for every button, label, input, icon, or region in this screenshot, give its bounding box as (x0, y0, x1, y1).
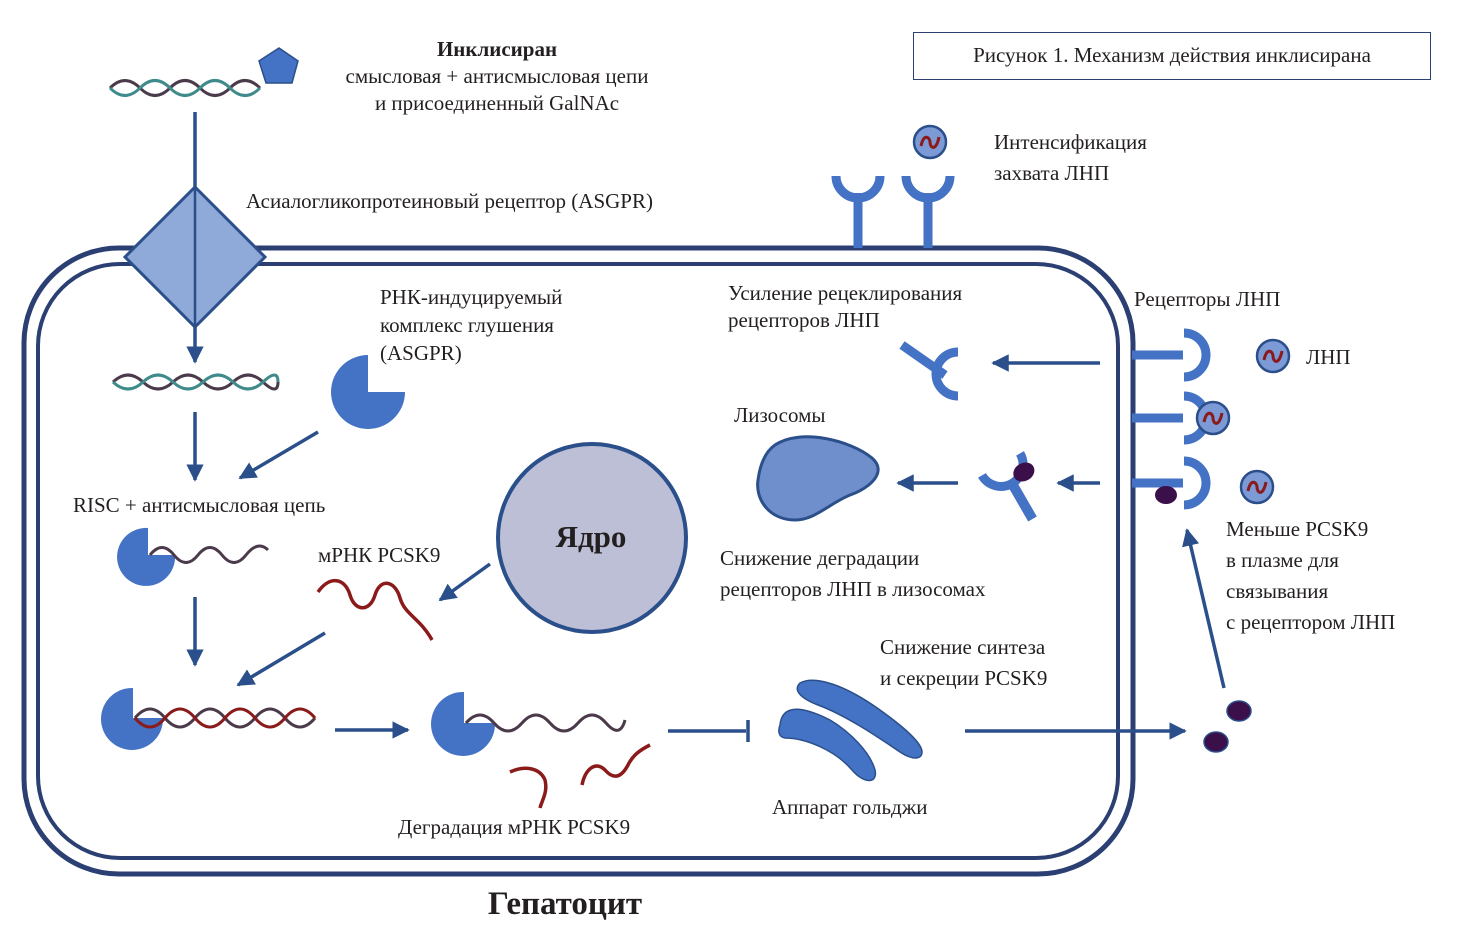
risc-label-line: комплекс глушения (380, 313, 554, 337)
inclisiran-description: смысловая + антисмысловая цепи (345, 64, 649, 88)
pcsk9-icon (1203, 731, 1229, 753)
recycling-label-line: Усиление рецеклирования (728, 281, 963, 305)
less-pcsk9-line: в плазме для (1226, 548, 1339, 572)
ldl-receptor-pcsk9-icon (1132, 456, 1211, 510)
less-pcsk9-line: связывания (1226, 579, 1329, 603)
mrna-pcsk9-icon (316, 579, 434, 641)
ldl-receptors-label: Рецепторы ЛНП (1134, 287, 1281, 311)
lysosomes-label: Лизосомы (734, 403, 826, 427)
receptor-pcsk9-complex-icon (978, 451, 1037, 522)
cell-membrane (21, 245, 1136, 877)
ldl-particle-icon (1195, 400, 1231, 436)
risc-label-line: РНК-индуцируемый (380, 285, 563, 309)
uptake-label-line: Интенсификация (994, 130, 1147, 154)
risc-cleaved-pacman-icon (431, 691, 496, 756)
less-pcsk9-label: Меньше PCSK9 в плазме для связывания с р… (1226, 514, 1395, 638)
pcsk9-icon (1226, 700, 1252, 722)
released-strand-icon (111, 373, 280, 391)
risc-mrna-complex-icon (101, 687, 164, 750)
inclisiran-label: Инклисиран смысловая + антисмысловая цеп… (312, 34, 682, 119)
ldl-particle-icon (1255, 338, 1291, 374)
mrna-label: мРНК PCSK9 (318, 543, 441, 567)
inclisiran-title: Инклисиран (436, 37, 558, 61)
inclisiran-description-2: и присоединенный GalNAc (374, 91, 620, 115)
uptake-label-line: захвата ЛНП (994, 161, 1110, 185)
synthesis-label-line: и секреции PCSK9 (880, 666, 1048, 690)
asgpr-label: Асиалогликопротеиновый рецептор (ASGPR) (246, 189, 653, 213)
risc-antisense-label: RISC + антисмысловая цепь (73, 493, 326, 517)
synthesis-label: Снижение синтеза и секреции PCSK9 (880, 632, 1047, 694)
lysosome-degradation-line: рецепторов ЛНП в лизосомах (720, 577, 986, 601)
recycling-label: Усиление рецеклирования рецепторов ЛНП (728, 278, 962, 336)
golgi-apparatus-icon (778, 679, 923, 782)
recycling-label-line: рецепторов ЛНП (728, 308, 880, 332)
degraded-mrna-fragment-icon (580, 743, 651, 786)
cell-title: Гепатоцит (487, 886, 643, 922)
risc-label: РНК-индуцируемый комплекс глушения (ASGP… (380, 283, 562, 367)
ldl-particle-icon (1239, 469, 1275, 505)
figure-caption: Рисунок 1. Механизм действия инклисирана (913, 32, 1431, 80)
mrna-degradation-label: Деградация мРНК PCSK9 (398, 815, 631, 839)
lysosome-degradation-label: Снижение деградации рецепторов ЛНП в лиз… (720, 543, 985, 605)
risc-pacman-icon (331, 355, 405, 429)
ldl-label: ЛНП (1306, 345, 1351, 369)
synthesis-label-line: Снижение синтеза (880, 635, 1046, 659)
ldl-receptor-icon (1132, 328, 1211, 382)
golgi-label: Аппарат гольджи (772, 795, 928, 819)
recycling-receptor-icon (899, 341, 959, 401)
less-pcsk9-line: Меньше PCSK9 (1226, 517, 1369, 541)
risc-antisense-pacman-icon (117, 527, 176, 586)
lysosome-icon (756, 435, 880, 522)
ldl-receptor-bound-icon (1132, 391, 1211, 445)
nucleus (496, 442, 688, 634)
asgpr-diamond-icon (122, 184, 268, 330)
ldl-particle-icon (912, 124, 948, 160)
risc-label-line: (ASGPR) (380, 341, 462, 365)
uptake-label: Интенсификация захвата ЛНП (994, 127, 1147, 189)
inclisiran-strand-icon (108, 79, 262, 97)
surface-receptor-icon (901, 175, 955, 248)
lysosome-degradation-line: Снижение деградации (720, 546, 920, 570)
surface-receptor-icon (831, 175, 885, 248)
galnac-pentagon-icon (258, 47, 299, 84)
nucleus-label: Ядро (555, 519, 627, 554)
degraded-mrna-fragment-icon (509, 766, 548, 809)
less-pcsk9-line: с рецептором ЛНП (1226, 610, 1396, 634)
